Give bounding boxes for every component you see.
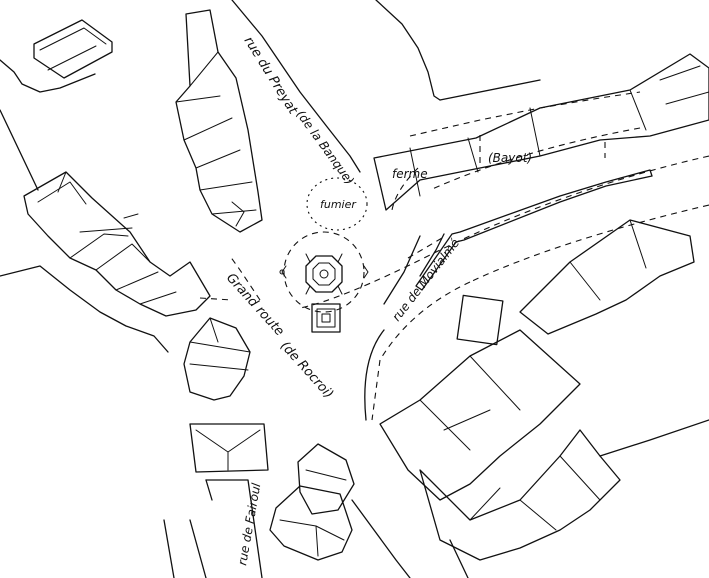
building-block-left [0, 171, 251, 401]
building-block-preyat [175, 9, 263, 233]
map-labels: rue du Preyat (de la Banque) fumier ferm… [223, 34, 532, 566]
label-rue-de-movialme: rue de Movialmé [389, 236, 462, 324]
farm-buildings [373, 53, 709, 211]
label-rue-de-fairoul: rue de Fairoul [235, 481, 263, 566]
narrow-shed [415, 169, 653, 291]
label-grand-route: Grand route [223, 271, 287, 339]
label-de-la-banque: (de la Banque) [294, 108, 357, 188]
building-block-bottom [189, 423, 355, 578]
label-ferme: ferme [392, 167, 428, 181]
central-pavilion [279, 231, 369, 333]
label-rue-du-preyat: rue du Preyat [241, 34, 301, 118]
dashed-boundaries [199, 91, 709, 421]
fumier-heap [306, 177, 368, 231]
building-top-left [33, 19, 113, 79]
label-bayot: (Bayot) [488, 151, 532, 165]
label-de-rocroi: (de Rocroi) [277, 339, 336, 402]
building-block-right [379, 219, 709, 561]
label-fumier: fumier [320, 198, 357, 211]
